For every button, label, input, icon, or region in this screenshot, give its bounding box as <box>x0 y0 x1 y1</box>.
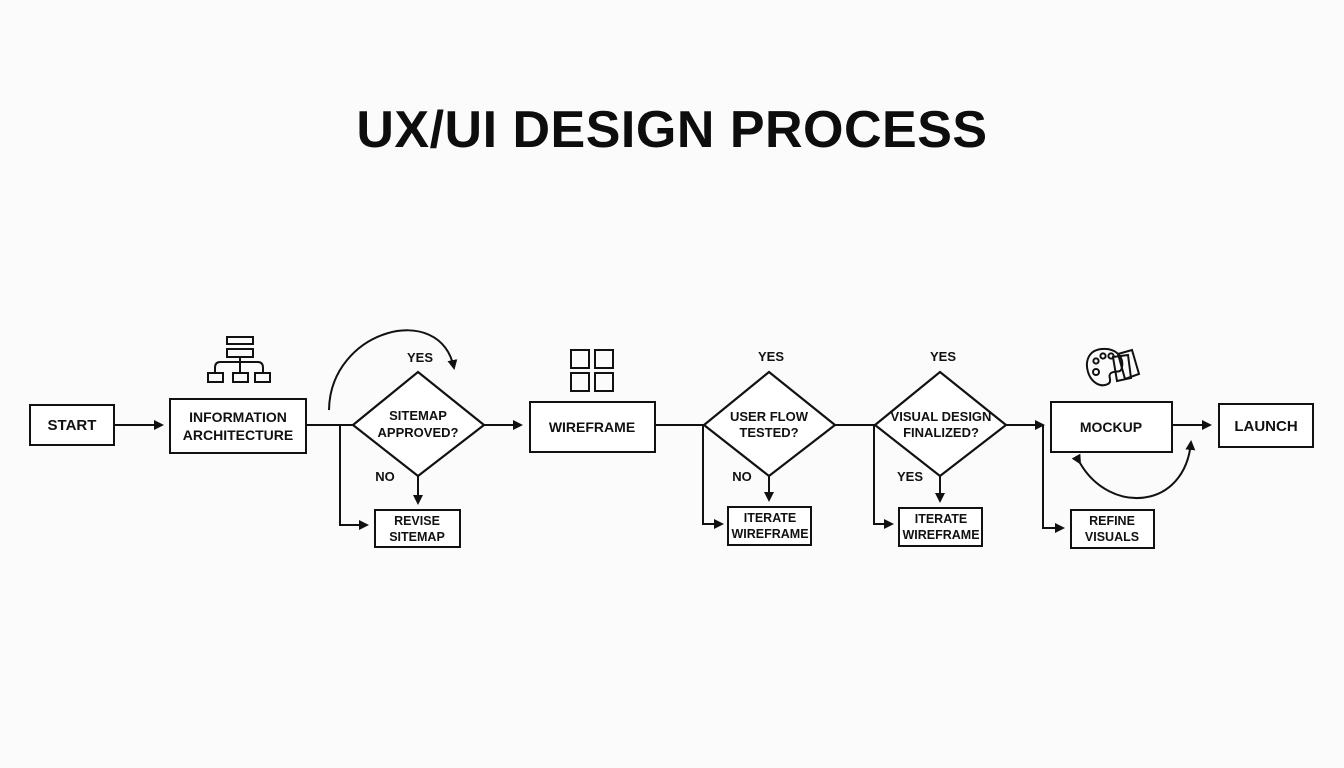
decision-visual-design-finalized[interactable]: VISUAL DESIGN FINALIZED? <box>873 370 1008 478</box>
node-launch-label: LAUNCH <box>1234 418 1297 435</box>
label-sitemap-no: NO <box>375 469 395 484</box>
node-wireframe-label: WIREFRAME <box>549 419 635 435</box>
palette-icon <box>1085 347 1141 387</box>
edge-mockup-refine-loop <box>1071 440 1196 499</box>
node-iterate-wireframe-2-line2: WIREFRAME <box>902 528 979 542</box>
edge-ia-to-revise-sitemap <box>339 425 369 530</box>
decision-userflow-label-line1: USER FLOW <box>730 409 809 424</box>
node-start[interactable]: START <box>29 404 115 446</box>
node-launch[interactable]: LAUNCH <box>1218 403 1314 448</box>
node-wireframe[interactable]: WIREFRAME <box>529 401 656 453</box>
decision-sitemap-approved[interactable]: SITEMAP APPROVED? <box>351 370 486 478</box>
edge-visual-to-refine <box>1042 425 1065 533</box>
node-refine-visuals-line1: REFINE <box>1089 514 1135 528</box>
node-revise-sitemap[interactable]: REVISE SITEMAP <box>374 509 461 548</box>
node-ia-label-line2: ARCHITECTURE <box>183 427 293 443</box>
sitemap-icon <box>207 336 271 383</box>
edges <box>114 329 1212 533</box>
node-iterate-wireframe-1-line2: WIREFRAME <box>731 527 808 541</box>
node-iterate-wireframe-2[interactable]: ITERATE WIREFRAME <box>898 507 983 547</box>
page-title: UX/UI DESIGN PROCESS <box>356 101 988 159</box>
node-information-architecture[interactable]: INFORMATION ARCHITECTURE <box>169 398 307 454</box>
decision-visual-label-line2: FINALIZED? <box>903 425 979 440</box>
decision-sitemap-label-line2: APPROVED? <box>378 425 459 440</box>
node-iterate-wireframe-2-line1: ITERATE <box>915 512 968 526</box>
node-mockup[interactable]: MOCKUP <box>1050 401 1173 453</box>
node-refine-visuals-line2: VISUALS <box>1085 530 1139 544</box>
label-userflow-no: NO <box>732 469 752 484</box>
label-sitemap-yes: YES <box>407 350 433 365</box>
label-visual-yes-bottom: YES <box>897 469 923 484</box>
decision-sitemap-label-line1: SITEMAP <box>389 408 447 423</box>
node-mockup-label: MOCKUP <box>1080 419 1142 435</box>
node-iterate-wireframe-1-line1: ITERATE <box>744 511 797 525</box>
decision-user-flow-tested[interactable]: USER FLOW TESTED? <box>702 370 837 478</box>
decision-userflow-label-line2: TESTED? <box>739 425 798 440</box>
node-iterate-wireframe-1[interactable]: ITERATE WIREFRAME <box>727 506 812 546</box>
node-start-label: START <box>48 417 97 434</box>
label-visual-yes-top: YES <box>930 349 956 364</box>
node-revise-sitemap-line2: SITEMAP <box>389 530 445 544</box>
grid-icon <box>570 349 614 392</box>
label-userflow-yes: YES <box>758 349 784 364</box>
decision-visual-label-line1: VISUAL DESIGN <box>891 409 992 424</box>
edge-wireframe-to-iterate <box>702 425 724 529</box>
edge-visual-branch-to-iterate <box>873 425 894 529</box>
node-refine-visuals[interactable]: REFINE VISUALS <box>1070 509 1155 549</box>
node-ia-label-line1: INFORMATION <box>189 409 287 425</box>
edge-sitemap-yes-loop <box>328 329 458 411</box>
node-revise-sitemap-line1: REVISE <box>394 514 440 528</box>
